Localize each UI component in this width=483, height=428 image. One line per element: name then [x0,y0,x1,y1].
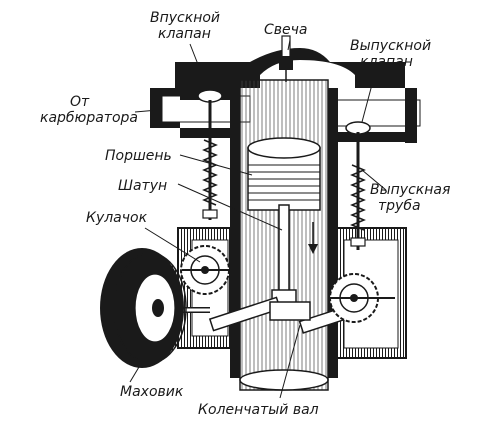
down-arrow-icon [308,222,318,254]
flywheel [100,248,187,368]
label-intake-valve-2: клапан [158,26,211,42]
piston [247,137,321,211]
intake-valve [197,89,223,220]
labels: Впускной клапан Свеча Выпускной клапан О… [40,10,450,418]
label-exhaust-valve-2: клапан [360,54,413,70]
cam-gear-right [329,273,395,323]
label-intake-valve-1: Впускной [150,10,220,26]
label-exhaust-pipe-1: Выпускная [370,182,450,198]
label-crankshaft: Коленчатый вал [198,402,319,418]
label-from-carburetor-1: От [70,94,90,110]
exhaust-valve [345,121,371,250]
label-spark-plug: Свеча [264,22,308,38]
label-connecting-rod: Шатун [118,178,167,194]
label-exhaust-valve-1: Выпускной [350,38,431,54]
leader-lines [129,39,387,399]
label-flywheel: Маховик [120,384,184,400]
spark-plug-icon [279,35,293,82]
label-piston: Поршень [105,148,172,164]
label-from-carburetor-2: карбюратора [40,110,138,126]
label-exhaust-pipe-2: труба [378,198,421,214]
label-cam: Кулачок [86,210,148,226]
